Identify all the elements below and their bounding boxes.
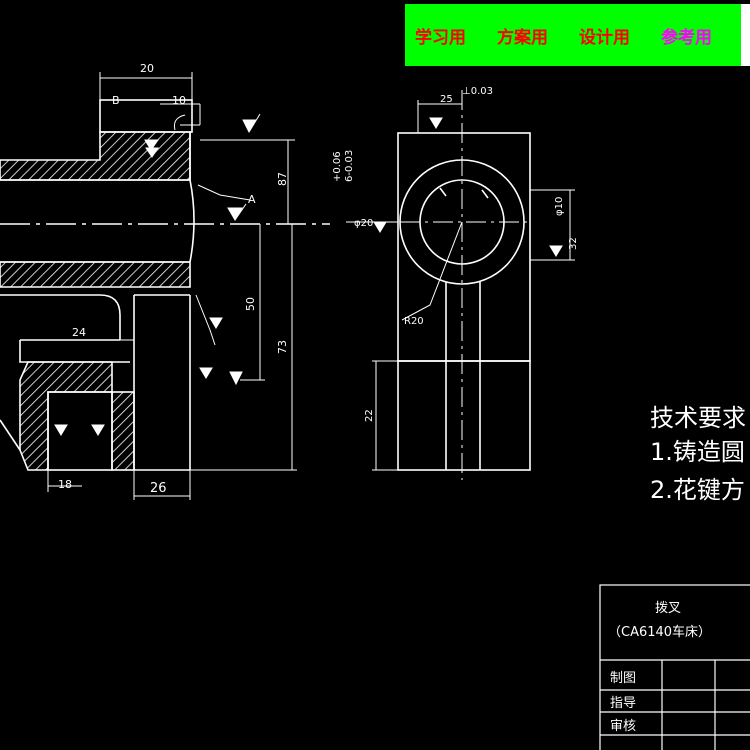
roughness-symbols bbox=[54, 113, 261, 436]
dimension-texts-left: 20 B 10 87 A 50 73 24 18 26 bbox=[58, 62, 289, 496]
dimensions-left bbox=[20, 72, 297, 500]
callout-hole: φ20 bbox=[354, 218, 373, 229]
hole-tol-a: +0.06 bbox=[332, 151, 343, 182]
callout-r20: R20 bbox=[404, 316, 424, 327]
fork-base bbox=[397, 360, 531, 471]
fork-hatch-right bbox=[111, 391, 135, 471]
tech-line-1: 1.铸造圆 bbox=[650, 438, 745, 466]
callout-right: φ10 bbox=[554, 197, 565, 216]
flange-top bbox=[99, 99, 193, 133]
dim-18: 18 bbox=[58, 478, 72, 491]
row-guide: 指导 bbox=[610, 696, 636, 711]
machine-name: （CA6140车床） bbox=[608, 624, 711, 640]
datum-b: B bbox=[112, 94, 120, 107]
dimensions-right bbox=[346, 100, 575, 471]
dimension-texts-right: 25 ⊥0.03 +0.06 6-0.03 φ20 φ10 32 R20 22 bbox=[332, 86, 579, 422]
lower-wall-hatch bbox=[0, 261, 191, 288]
tech-line-2: 2.花键方 bbox=[650, 476, 745, 504]
dim-22: 22 bbox=[364, 409, 375, 422]
row-draw: 制图 bbox=[610, 671, 636, 686]
roughness-symbols-right bbox=[373, 117, 563, 257]
dim-26: 26 bbox=[150, 481, 167, 496]
tech-title: 技术要求 bbox=[650, 404, 746, 432]
title-block-texts: 拨叉 （CA6140车床） 制图 指导 审核 bbox=[608, 601, 711, 734]
banner-label-study: 学习用 bbox=[415, 27, 466, 48]
dim-20: 20 bbox=[140, 62, 154, 75]
fork-hatch bbox=[19, 361, 113, 471]
hole-tol-b: 6-0.03 bbox=[344, 150, 355, 182]
row-review: 审核 bbox=[610, 719, 636, 734]
part-name: 拨叉 bbox=[655, 601, 681, 616]
fork-slot bbox=[47, 391, 113, 471]
banner-label-plan: 方案用 bbox=[497, 27, 548, 48]
callout-top: ⊥0.03 bbox=[462, 86, 493, 97]
dim-10: 10 bbox=[172, 94, 186, 107]
dim-24: 24 bbox=[72, 326, 86, 339]
upper-wall-hatch bbox=[0, 131, 191, 181]
dim-25: 25 bbox=[440, 94, 453, 105]
front-view bbox=[397, 90, 531, 480]
banner-edge bbox=[741, 4, 750, 66]
banner-label-reference: 参考用 bbox=[661, 27, 712, 48]
banner-label-design: 设计用 bbox=[579, 27, 630, 48]
dim-32: 32 bbox=[568, 237, 579, 250]
dim-87: 87 bbox=[276, 172, 289, 186]
watermark-banner: 学习用 方案用 设计用 参考用 bbox=[405, 4, 741, 66]
dim-73: 73 bbox=[276, 340, 289, 354]
dim-50: 50 bbox=[244, 297, 257, 311]
datum-a: A bbox=[248, 193, 256, 206]
title-block bbox=[599, 584, 750, 750]
section-view bbox=[0, 99, 330, 471]
